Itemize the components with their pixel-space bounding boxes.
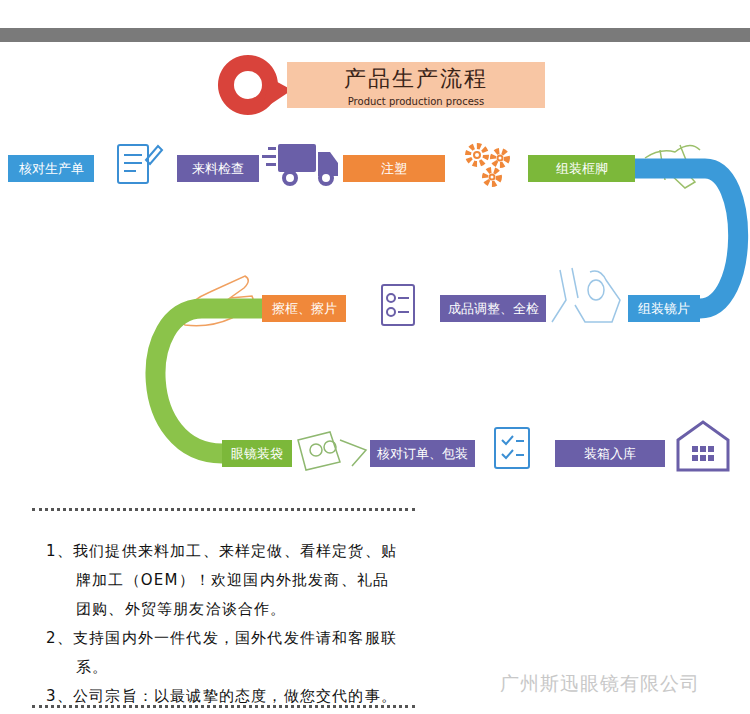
- title-banner: 产品生产流程 Product production process: [287, 62, 545, 108]
- hands-illustration: [552, 268, 620, 322]
- box-label: 注塑: [381, 160, 407, 178]
- watermark: 广州斯迅眼镜有限公司: [500, 671, 700, 697]
- flow-ribbon: [635, 169, 738, 309]
- box-label: 成品调整、全检: [448, 300, 539, 318]
- notes-box: 1、我们提供来料加工、来样定做、看样定货、贴牌加工（OEM）！欢迎国内外批发商、…: [32, 508, 415, 708]
- box-label: 擦框、擦片: [272, 300, 337, 318]
- process-box: 组装镜片: [628, 295, 700, 322]
- truck-icon: [262, 144, 338, 184]
- flow-ribbon: [155, 309, 262, 454]
- box-label: 核对生产单: [19, 160, 84, 178]
- gears-icon: [468, 146, 507, 184]
- box-label: 核对订单、包装: [377, 445, 468, 463]
- box-label: 来料检查: [192, 160, 244, 178]
- process-box: 眼镜装袋: [222, 440, 292, 467]
- note-item: 1、我们提供来料加工、来样定做、看样定货、贴牌加工（OEM）！欢迎国内外批发商、…: [46, 537, 401, 624]
- checklist-icon: [382, 285, 414, 325]
- process-box: 来料检查: [177, 155, 259, 182]
- subtitle: Product production process: [348, 96, 484, 107]
- process-box: 组装框脚: [528, 155, 635, 182]
- note-item: 3、公司宗旨：以最诚挚的态度，做您交代的事。: [46, 682, 401, 711]
- process-box: 成品调整、全检: [440, 295, 546, 322]
- box-label: 眼镜装袋: [231, 445, 283, 463]
- process-box: 核对订单、包装: [370, 440, 475, 467]
- warehouse-boxes: [692, 446, 714, 461]
- process-box: 注塑: [343, 155, 445, 182]
- box-label: 装箱入库: [584, 445, 636, 463]
- top-bar: [0, 28, 750, 42]
- bag-illustration: [298, 432, 366, 470]
- box-label: 产品生产流程: [344, 64, 488, 94]
- process-box: 核对生产单: [8, 155, 94, 182]
- process-box: 装箱入库: [555, 440, 665, 467]
- warehouse-icon: [678, 422, 728, 470]
- document-icon: [118, 145, 162, 183]
- process-box: 擦框、擦片: [262, 295, 346, 322]
- box-label: 组装框脚: [556, 160, 608, 178]
- box-label: 组装镜片: [638, 300, 690, 318]
- pin-icon: [218, 55, 292, 115]
- note-item: 2、支持国内外一件代发，国外代发件请和客服联系。: [46, 624, 401, 682]
- order-doc-icon: [495, 428, 529, 468]
- gear-holes: [474, 152, 503, 180]
